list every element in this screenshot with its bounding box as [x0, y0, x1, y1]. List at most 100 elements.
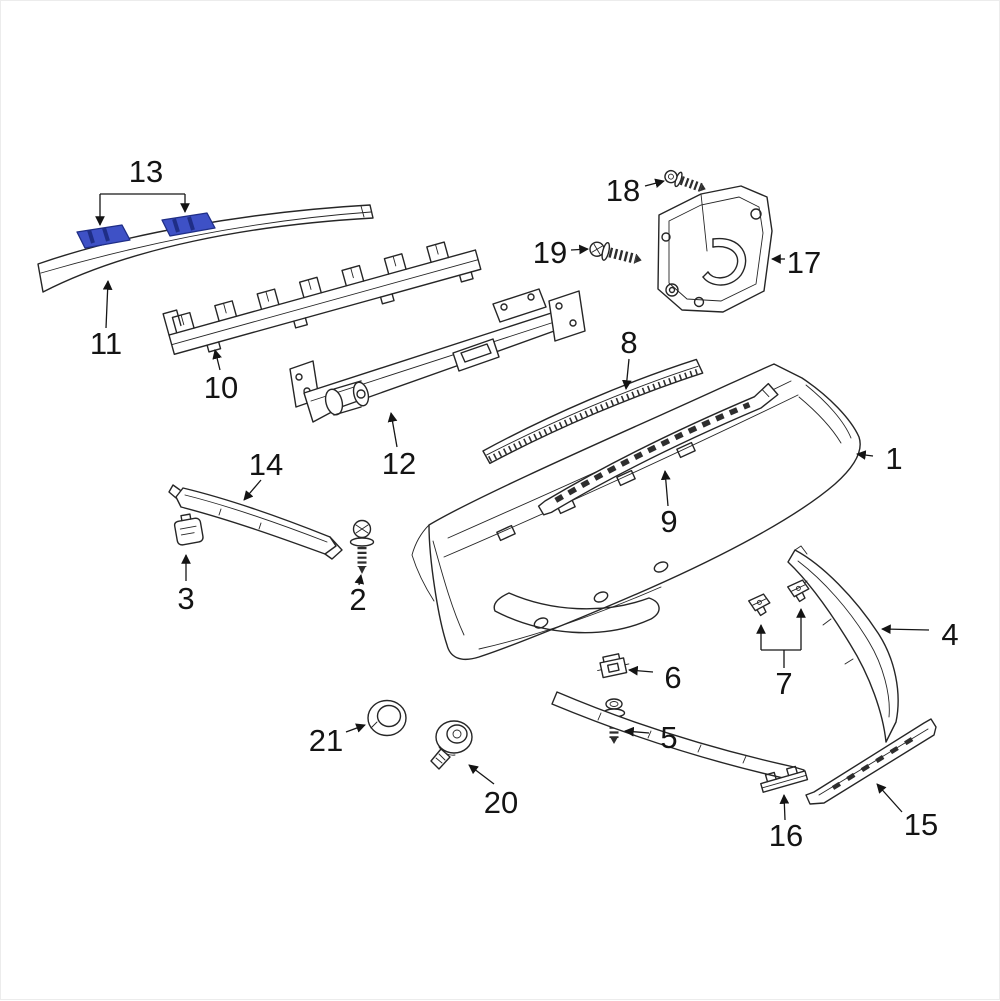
corner-molding-body — [787, 549, 899, 743]
cover-second-crease — [443, 394, 799, 558]
callout-label-20: 20 — [484, 785, 518, 820]
beam-right-plate-hole1 — [555, 302, 563, 310]
part-nut-6 — [597, 653, 630, 679]
part-screw-2 — [349, 519, 375, 574]
sensor-eye — [452, 729, 462, 739]
callout-label-19: 19 — [533, 235, 567, 270]
clip7b-fold — [791, 584, 807, 592]
callout-label-15: 15 — [904, 807, 938, 842]
beam-inner-line — [310, 314, 577, 402]
part-clip-7a — [748, 593, 771, 617]
sensor-face — [446, 724, 468, 744]
part-reinforcement-beam — [289, 288, 586, 423]
bolt19-washer — [601, 241, 611, 261]
part-bolt-19 — [589, 241, 642, 264]
beam-upper-plate-hole2 — [527, 293, 535, 301]
beam-body — [303, 305, 583, 423]
leader-20 — [468, 764, 495, 785]
beam-right-plate — [548, 290, 586, 342]
beam-upper-plate — [492, 288, 547, 323]
bolt5-head — [605, 698, 623, 710]
callout-label-13: 13 — [129, 154, 163, 189]
grommet-split — [370, 721, 378, 729]
leader-18 — [644, 178, 665, 188]
bolt19-head-cross — [591, 243, 603, 255]
callout-label-17: 17 — [787, 245, 821, 280]
bolt5-head-socket — [609, 701, 619, 707]
part-clip-7b — [787, 579, 810, 603]
nut6-top-fold — [602, 653, 621, 663]
bumper-cover-outline — [428, 363, 861, 661]
bracket16-tabs — [764, 765, 798, 783]
callout-label-16: 16 — [769, 818, 803, 853]
impact-bar-edge-line — [40, 211, 372, 274]
bolt18-head — [664, 169, 678, 184]
grommet-inner — [376, 704, 402, 728]
leader-4 — [881, 624, 930, 635]
cover-right-crease1 — [805, 384, 852, 439]
leader-8 — [622, 358, 632, 390]
tow-bracket-fold-line — [700, 193, 708, 252]
nut6-opening — [607, 662, 620, 673]
impact-bar-body — [37, 204, 374, 293]
nut6-flanges — [597, 663, 630, 672]
side-bracket-left-tab — [168, 484, 181, 499]
tow-bracket-hole4 — [661, 232, 671, 242]
beam-left-plate-hole1 — [295, 373, 303, 381]
callout-label-8: 8 — [620, 325, 637, 360]
part-retainer-clips — [76, 212, 216, 249]
callout-label-3: 3 — [177, 581, 194, 616]
impact-bar-end-tick — [360, 205, 365, 218]
leader-2 — [354, 574, 365, 586]
hitch-receiver — [452, 338, 500, 372]
screw2-head-cross — [355, 524, 369, 534]
cover-slot-1 — [496, 524, 516, 542]
callout-label-18: 18 — [606, 173, 640, 208]
absorber-end-hook — [162, 309, 182, 336]
leader-11 — [102, 280, 113, 329]
callout-labels: 1 2 3 4 5 6 7 8 9 10 11 12 13 14 15 16 1… — [90, 154, 959, 853]
bolt18-threads — [679, 176, 703, 192]
side-bracket-notches — [218, 508, 262, 530]
callout-label-21: 21 — [309, 723, 343, 758]
clip7a-fold — [752, 598, 768, 606]
corner-molding-inner-line — [797, 560, 890, 718]
leader-9 — [660, 470, 671, 507]
part-corner-molding — [787, 545, 899, 743]
callout-label-12: 12 — [382, 446, 416, 481]
clip3-top-tab — [180, 513, 192, 522]
corner-molding-tip — [794, 545, 808, 555]
step-pad-band — [482, 358, 704, 465]
tow-bracket-hole1 — [665, 283, 679, 297]
leader-15 — [876, 783, 903, 813]
callout-label-4: 4 — [941, 617, 958, 652]
leader-6 — [628, 665, 654, 676]
leader-1 — [856, 450, 874, 460]
part-slot-strip — [537, 382, 779, 516]
cover-left-corner-line — [432, 540, 465, 636]
leader-21 — [345, 723, 366, 733]
beam-tube-hole — [356, 389, 366, 399]
sensor-connector — [430, 748, 451, 770]
clip-left-studs — [87, 227, 110, 244]
part-valance-bracket — [760, 765, 809, 793]
cover-sensor-hole-3 — [653, 561, 669, 573]
part-impact-bar — [37, 204, 374, 293]
leader-7-stem — [761, 649, 801, 668]
absorber-feet — [206, 271, 474, 353]
clip7b-hole — [795, 585, 801, 591]
clip-right-studs — [172, 216, 195, 233]
callout-label-7: 7 — [775, 666, 792, 701]
hitch-receiver-opening — [460, 343, 492, 363]
side-bracket-end-hook — [324, 536, 343, 560]
callout-label-1: 1 — [885, 441, 902, 476]
leader-16 — [779, 794, 790, 821]
valance-ticks — [597, 712, 747, 764]
clip7b-foot — [795, 592, 806, 603]
part-clip-3 — [173, 513, 204, 546]
part-absorber-strip — [162, 241, 482, 355]
cover-lower-grille — [493, 592, 660, 634]
beam-right-plate-hole2 — [569, 319, 577, 327]
valance-band — [551, 691, 805, 782]
